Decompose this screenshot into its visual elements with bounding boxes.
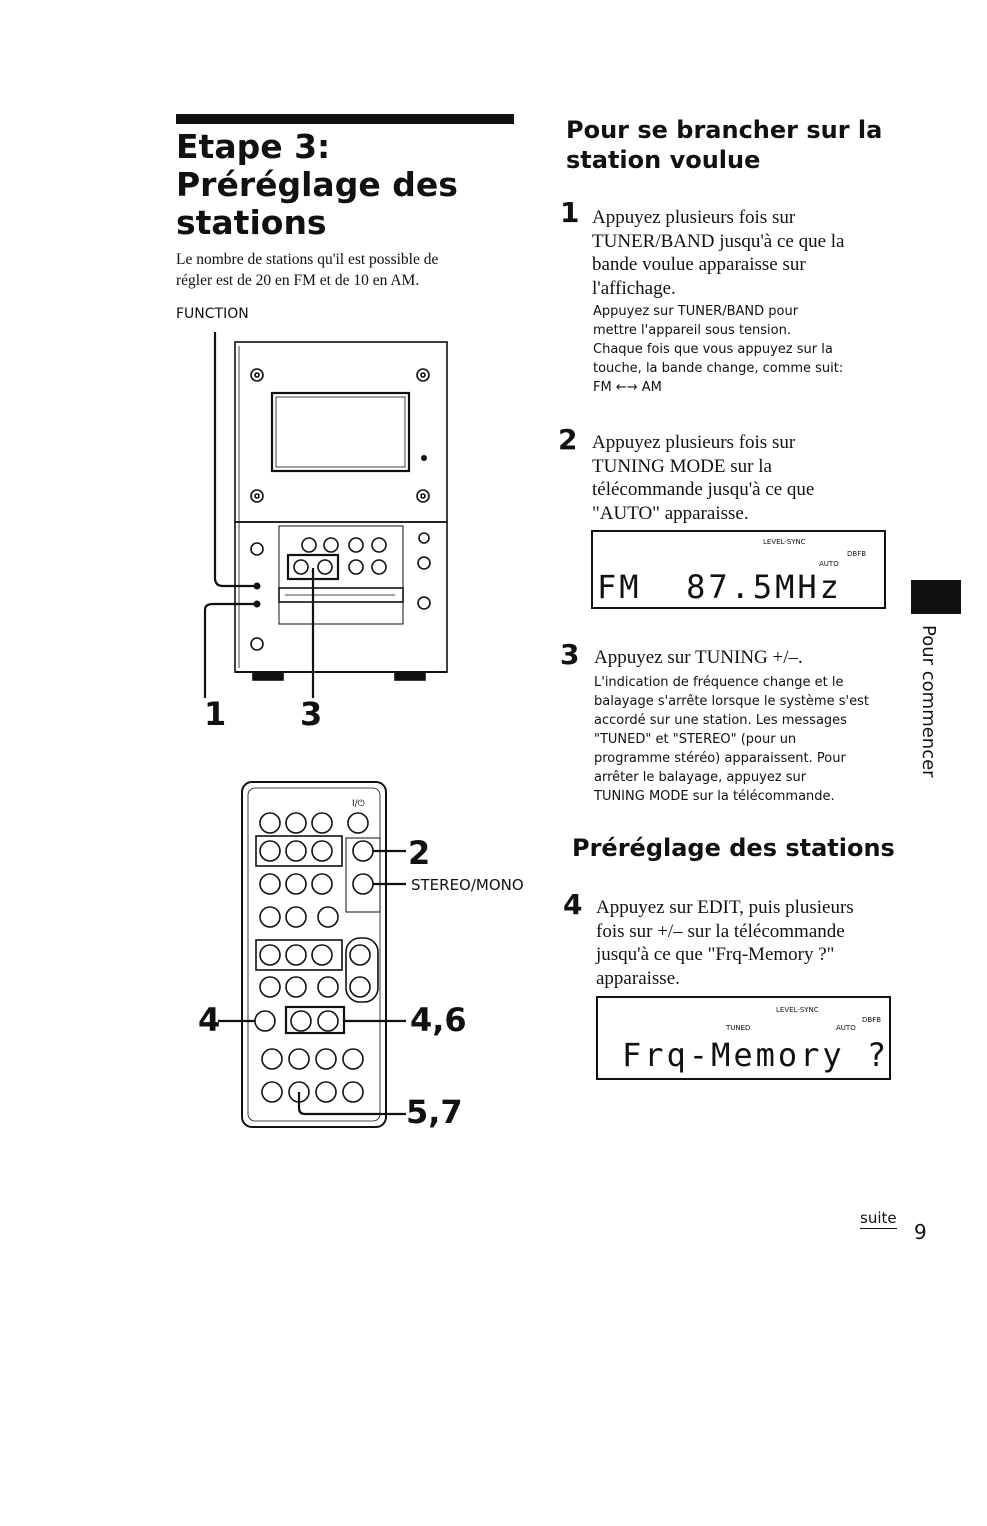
function-label: FUNCTION xyxy=(176,306,249,322)
step-1-number: 1 xyxy=(560,196,580,229)
level-sync-indicator: LEVEL-SYNC xyxy=(763,538,806,546)
callout-remote-4: 4 xyxy=(198,1001,221,1039)
step-1-note-line: Chaque fois que vous appuyez sur la xyxy=(593,342,833,357)
title-rule xyxy=(176,114,514,124)
page-title: Etape 3: Préréglage des stations xyxy=(176,128,516,242)
section-title-preset: Préréglage des stations xyxy=(572,834,895,862)
step-3-note-line: accordé sur une station. Les messages xyxy=(594,713,847,728)
step-4-text: Appuyez sur EDIT, puis plusieurs fois su… xyxy=(596,896,896,990)
step-1-note-line: touche, la bande change, comme suit: xyxy=(593,361,844,376)
dbfb-indicator: DBFB xyxy=(862,1016,882,1024)
callout-3: 3 xyxy=(300,695,323,733)
main-unit-illustration xyxy=(203,332,448,698)
title-line-2: Préréglage des xyxy=(176,165,458,204)
step-4-number: 4 xyxy=(563,888,583,921)
step-2-line: télécommande jusqu'à ce que xyxy=(592,479,815,500)
callout-1: 1 xyxy=(204,695,227,733)
title-line-1: Etape 3: xyxy=(176,127,331,166)
step-3-note-line: TUNING MODE sur la télécommande. xyxy=(594,789,835,804)
intro-line-1: Le nombre de stations qu'il est possible… xyxy=(176,251,439,268)
step-4-line: fois sur +/– sur la télécommande xyxy=(596,920,845,942)
step-3-text: Appuyez sur TUNING +/–. xyxy=(594,647,803,668)
frq-memory-readout: Frq-Memory ? xyxy=(622,1036,890,1074)
intro-line-2: régler est de 20 en FM et de 10 en AM. xyxy=(176,272,420,289)
section-title-line-2: station voulue xyxy=(566,146,761,174)
step-3-note-line: balayage s'arrête lorsque le système s'e… xyxy=(594,694,869,709)
step-3-note-line: "TUNED" et "STEREO" (pour un xyxy=(594,732,797,747)
tuned-indicator: TUNED xyxy=(726,1024,751,1032)
section-title-tuning: Pour se brancher sur la station voulue xyxy=(566,115,886,175)
step-3-note-line: arrêter le balayage, appuyez sur xyxy=(594,770,807,785)
auto-indicator: AUTO xyxy=(819,560,839,568)
step-1-line: Appuyez plusieurs fois sur xyxy=(592,207,796,228)
step-4-line: Appuyez sur EDIT, puis plusieurs xyxy=(596,897,854,918)
step-2-number: 2 xyxy=(558,423,578,456)
display-fm: LEVEL-SYNC DBFB AUTO FM 87.5MHz xyxy=(591,530,886,609)
callout-remote-5-7: 5,7 xyxy=(406,1093,463,1131)
step-1-line: l'affichage. xyxy=(592,277,676,299)
dbfb-indicator: DBFB xyxy=(847,550,867,558)
title-line-3: stations xyxy=(176,203,327,242)
intro-text: Le nombre de stations qu'il est possible… xyxy=(176,249,496,291)
step-1-line: bande voulue apparaisse sur xyxy=(592,254,806,275)
step-1-line: TUNER/BAND jusqu'à ce que la xyxy=(592,230,845,252)
step-4-line: apparaisse. xyxy=(596,967,680,989)
step-2-text: Appuyez plusieurs fois sur TUNING MODE s… xyxy=(592,431,892,525)
stereo-mono-label: STEREO/MONO xyxy=(411,876,524,894)
step-1-note-line: mettre l'appareil sous tension. xyxy=(593,323,791,338)
step-4-line: jusqu'à ce que "Frq-Memory ?" xyxy=(596,944,835,965)
step-2-line: Appuyez plusieurs fois sur xyxy=(592,432,796,453)
page-number: 9 xyxy=(914,1220,927,1244)
step-2-line: TUNING MODE sur la xyxy=(592,455,772,477)
step-3-note: L'indication de fréquence change et le b… xyxy=(594,673,896,806)
level-sync-indicator: LEVEL-SYNC xyxy=(776,1006,819,1014)
callout-remote-4-6: 4,6 xyxy=(410,1001,467,1039)
remote-illustration: I/⏻ xyxy=(218,781,406,1128)
step-1-note-line: FM ←→ AM xyxy=(593,380,662,395)
section-tab-marker xyxy=(911,580,961,614)
frequency-readout: FM 87.5MHz xyxy=(597,568,842,606)
step-3-number: 3 xyxy=(560,638,580,671)
step-3-note-line: programme stéréo) apparaissent. Pour xyxy=(594,751,846,766)
step-1-note-line: Appuyez sur TUNER/BAND pour xyxy=(593,304,799,319)
step-3-note-line: L'indication de fréquence change et le xyxy=(594,675,844,690)
display-frq-memory: LEVEL-SYNC DBFB TUNED AUTO Frq-Memory ? xyxy=(596,996,891,1080)
step-1-text: Appuyez plusieurs fois sur TUNER/BAND ju… xyxy=(592,206,892,300)
auto-indicator: AUTO xyxy=(836,1024,856,1032)
continued-label: suite xyxy=(860,1209,897,1229)
section-title-line-1: Pour se brancher sur la xyxy=(566,116,883,144)
section-tab-label: Pour commencer xyxy=(918,625,939,778)
power-icon: I/⏻ xyxy=(352,798,365,809)
callout-remote-2: 2 xyxy=(408,834,431,872)
step-2-line: "AUTO" apparaisse. xyxy=(592,502,749,524)
step-1-note: Appuyez sur TUNER/BAND pour mettre l'app… xyxy=(593,302,893,397)
